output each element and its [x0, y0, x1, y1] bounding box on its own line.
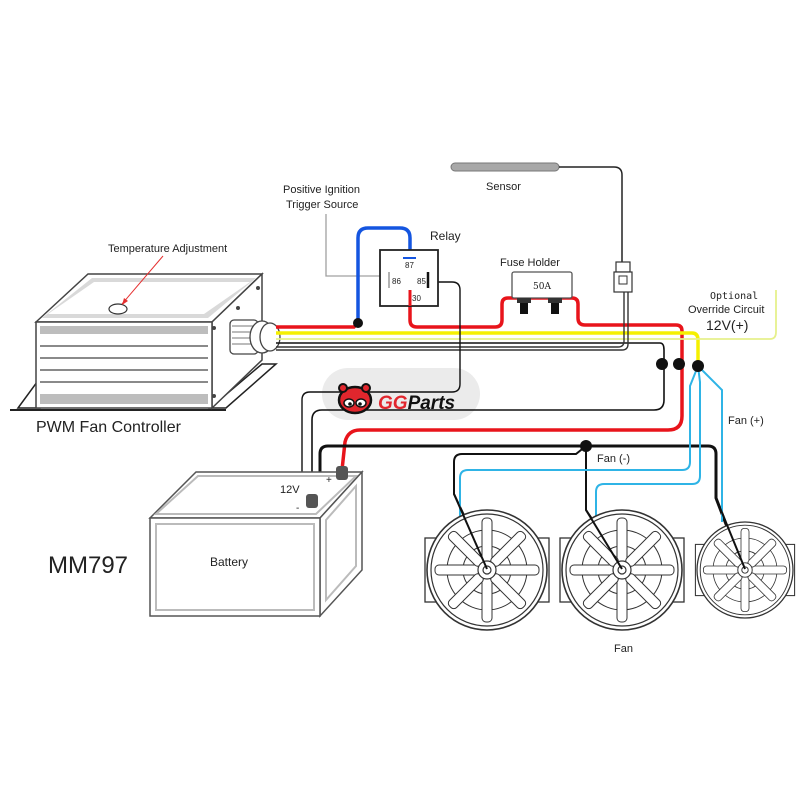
battery-positive-terminal — [336, 466, 348, 480]
fuse-holder: 50A — [511, 271, 573, 314]
controller-label: PWM Fan Controller — [36, 419, 182, 436]
override-label-2: Override Circuit — [688, 304, 764, 316]
fan-2-positive-wire — [595, 365, 701, 520]
relay-85-ground-wire — [301, 281, 461, 492]
brand-name: GGParts — [378, 393, 455, 414]
sensor-wire-b — [276, 290, 629, 351]
battery-label: Battery — [210, 555, 248, 569]
fuse-holder-label: Fuse Holder — [500, 257, 560, 269]
fan-2 — [559, 509, 685, 631]
override-label-3: 12V(+) — [706, 317, 748, 333]
junction-dot — [692, 360, 704, 372]
fan-3 — [694, 521, 796, 619]
relay: 87 86 85 30 — [379, 249, 439, 307]
battery-voltage-label: 12V — [280, 484, 300, 496]
fan-1-positive-wire — [459, 365, 699, 520]
junction-dot — [353, 318, 363, 328]
trigger-wire — [325, 214, 380, 277]
pwm-controller — [10, 272, 281, 411]
junction-dot — [580, 440, 592, 452]
relay-pin-30: 30 — [412, 294, 421, 303]
signal-yellow-wire — [276, 331, 700, 366]
battery-negative-terminal — [306, 494, 318, 508]
battery-minus-label: - — [296, 503, 299, 514]
battery — [148, 466, 364, 618]
fan-ground-bus — [318, 444, 744, 567]
fan-negative-label: Fan (-) — [597, 453, 630, 465]
fan-1 — [424, 509, 550, 631]
sensor — [450, 162, 633, 293]
power-red-wire — [340, 296, 684, 471]
junction-dot — [656, 358, 668, 370]
sensor-wire-a — [276, 290, 625, 348]
ground-wire-1 — [276, 342, 665, 492]
trigger-label-1: Positive Ignition — [283, 184, 360, 196]
relay-label: Relay — [430, 229, 461, 243]
fan-1-ground-wire — [453, 445, 587, 567]
relay-87-wire — [356, 226, 412, 323]
battery-plus-label: + — [326, 475, 332, 486]
fan-3-positive-wire — [697, 365, 723, 522]
fan-label: Fan — [614, 643, 633, 655]
temp-adjust-pointer — [121, 255, 164, 305]
trigger-label-2: Trigger Source — [286, 199, 358, 211]
sensor-connector — [615, 261, 631, 273]
harness-red-wire — [276, 321, 360, 329]
temperature-adjustment-label: Temperature Adjustment — [108, 243, 227, 255]
junction-dot — [673, 358, 685, 370]
relay-pin-87: 87 — [405, 261, 414, 270]
ggparts-logo: GGParts — [337, 383, 455, 415]
model-number: MM797 — [48, 552, 128, 579]
temperature-knob — [108, 303, 128, 315]
relay-pin-85: 85 — [417, 277, 426, 286]
fuse-rating: 50A — [533, 282, 551, 292]
sensor-label: Sensor — [486, 181, 521, 193]
override-label-1: Optional — [710, 291, 758, 302]
mascot-icon — [337, 383, 373, 415]
relay-pin-86: 86 — [392, 277, 401, 286]
fan-positive-label: Fan (+) — [728, 415, 764, 427]
override-wire — [276, 290, 777, 340]
